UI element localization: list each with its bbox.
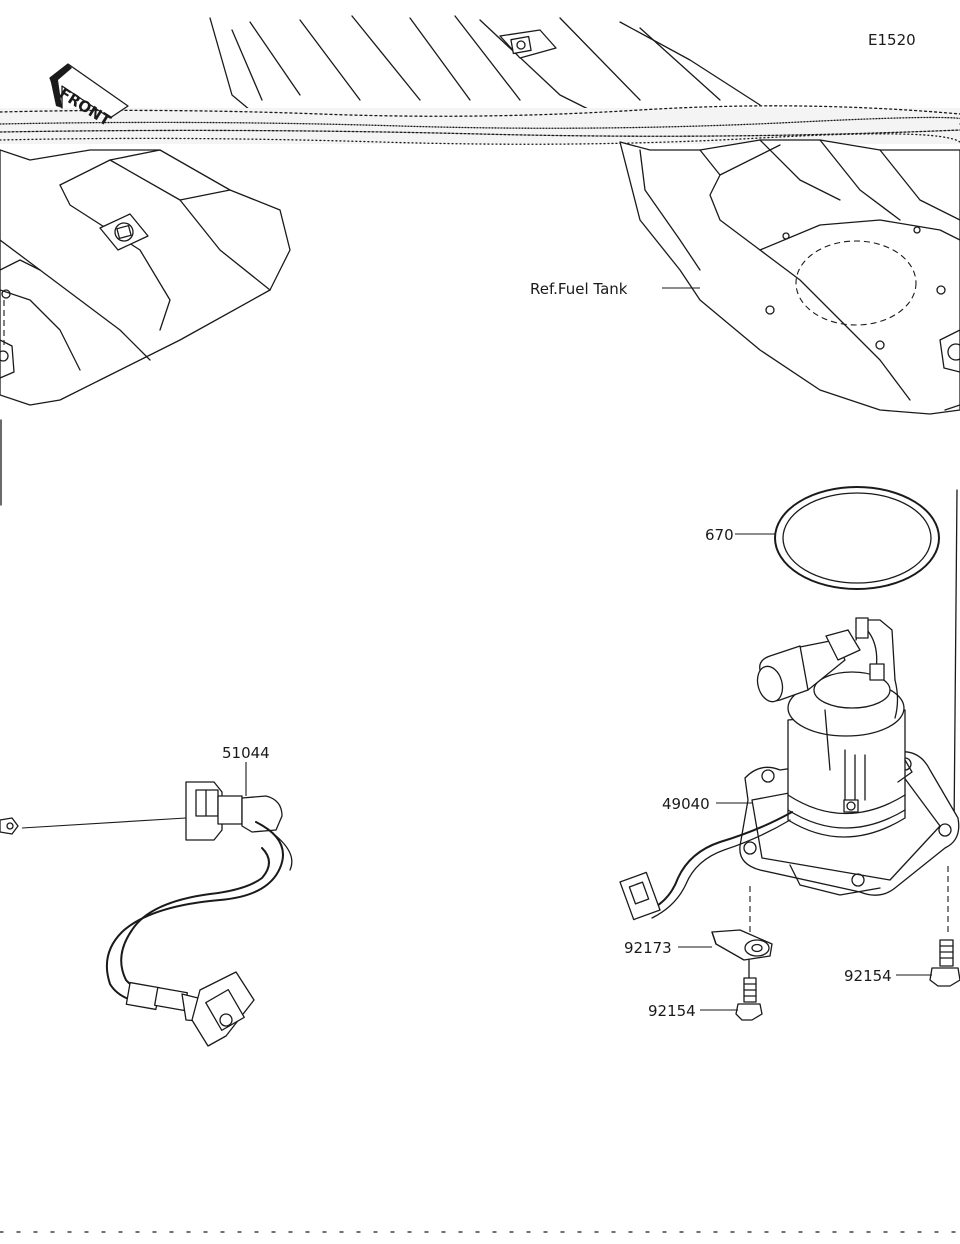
bolt-92154-right — [929, 866, 960, 987]
section-band — [0, 105, 960, 145]
diagram-code: E1520 — [868, 31, 916, 49]
tank-cap-left — [99, 213, 149, 251]
label-51044: 51044 — [222, 744, 270, 762]
leader-hose-connection — [21, 817, 187, 829]
label-ref-fuel-tank: Ref.Fuel Tank — [530, 280, 628, 298]
label-670: 670 — [705, 526, 734, 544]
fuel-tank — [0, 15, 960, 415]
tank-cap-right — [939, 329, 960, 373]
label-92173: 92173 — [624, 939, 672, 957]
label-49040: 49040 — [662, 795, 710, 813]
bracket-92173 — [711, 929, 773, 961]
tank-cap-edge — [0, 339, 15, 379]
gasket-670 — [774, 486, 940, 590]
label-92154-lower: 92154 — [648, 1002, 696, 1020]
guide-line-right — [953, 489, 958, 831]
bolt-92154-lower — [735, 959, 763, 1021]
fuel-pump-49040 — [619, 617, 960, 921]
label-92154-right: 92154 — [844, 967, 892, 985]
fuel-hose-51044 — [106, 781, 293, 1047]
tank-cap-top — [499, 29, 557, 59]
left-fitting — [0, 817, 19, 835]
